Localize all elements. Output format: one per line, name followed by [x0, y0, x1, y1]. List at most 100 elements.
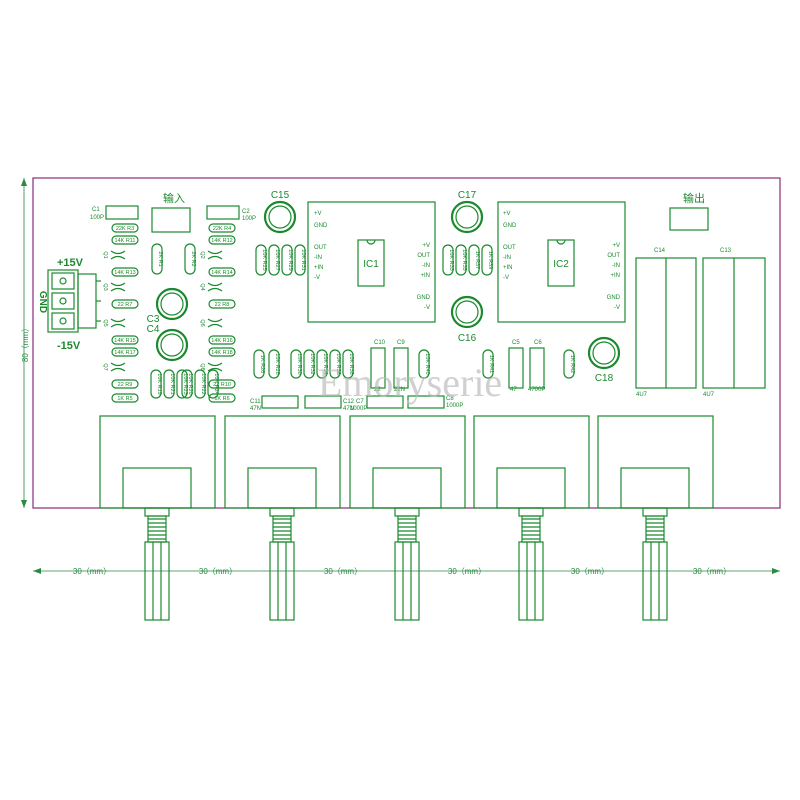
capacitor-c8: C8 1000P: [407, 395, 463, 409]
svg-text:Q6: Q6: [199, 319, 205, 326]
svg-text:14K R14: 14K R14: [211, 270, 232, 276]
watermark: Emoryserie: [318, 360, 502, 405]
resistor-22-r10: 22 R10: [208, 379, 236, 389]
transistor-q4: Q4: [199, 282, 223, 292]
svg-text:14K R17: 14K R17: [114, 350, 135, 356]
ic2-right-pin-plusminus-v: +V: [612, 243, 620, 249]
c2-value: 100P: [242, 216, 256, 222]
resistor-10k-r33: 10K R33: [442, 244, 454, 276]
spacing-label-3: 30（mm）: [324, 567, 362, 576]
svg-text:2K R1: 2K R1: [157, 251, 163, 266]
c8-label: C8: [446, 396, 454, 402]
board-outline: [32, 177, 781, 509]
ic1-right-pin-minus-in: -IN: [422, 263, 430, 269]
transistor-q6: Q6: [199, 318, 223, 328]
height-dimension: 80（mm）: [21, 178, 30, 508]
svg-text:10K R40: 10K R40: [424, 353, 430, 374]
c18-label: C18: [595, 373, 614, 384]
resistor-22-r7: 22 R7: [111, 299, 139, 309]
ic2-right-pin-gnd: GND: [607, 295, 621, 301]
svg-text:22 R8: 22 R8: [215, 302, 230, 308]
spacing-label-1: 30（mm）: [73, 567, 111, 576]
c5-label: C5: [512, 340, 520, 346]
svg-text:10K R30: 10K R30: [296, 353, 302, 374]
svg-text:Q1: Q1: [102, 251, 108, 258]
c15-label: C15: [271, 190, 290, 201]
resistor-10k-r22: 10K R22: [194, 369, 206, 399]
potentiometer-4: [473, 415, 590, 621]
resistor-14k-r17: 14K R17: [111, 347, 139, 357]
ic1-left-pin-minus-v: -V: [314, 275, 320, 281]
resistor-2k-r1: 2K R1: [151, 243, 163, 275]
resistor-14k-r15: 14K R15: [111, 335, 139, 345]
output-connector: 输出: [669, 191, 709, 231]
resistor-14k-r14: 14K R14: [208, 267, 236, 277]
capacitor-c15: C15: [263, 190, 297, 234]
c1-label: C1: [92, 207, 100, 213]
resistor-10k-r36: 10K R36: [329, 349, 341, 379]
ic1-left-pin-plusminus-in: +IN: [314, 265, 324, 271]
resistor-10k-r25: 10K R25: [255, 244, 267, 276]
resistor-14k-r18: 14K R18: [208, 347, 236, 357]
resistor-22-r9: 22 R9: [111, 379, 139, 389]
power-terminal: +15V -15V GND: [37, 257, 101, 352]
svg-text:Q4: Q4: [199, 283, 205, 290]
resistor-1k-r39: 1K R39: [481, 244, 493, 276]
c8-value: 1000P: [446, 403, 463, 409]
c11-label: C11: [250, 399, 261, 405]
resistor-10k-r34: 10K R34: [316, 349, 328, 379]
resistor-10k-r19: 10K R19: [150, 369, 162, 399]
resistor-14k-r13: 14K R13: [111, 267, 139, 277]
resistor-10k-r23: 10K R23: [176, 369, 188, 399]
resistor-1k-r42: 1K R42: [563, 349, 575, 379]
transistor-q2: Q2: [199, 250, 223, 260]
c1-value: 100P: [90, 215, 104, 221]
svg-text:22 R9: 22 R9: [118, 382, 133, 388]
svg-text:10K R38: 10K R38: [348, 353, 354, 374]
resistor-1k-r26: 1K R26: [253, 349, 265, 379]
c14-value: 4U7: [636, 392, 648, 398]
c9-value: 22N: [394, 387, 405, 393]
svg-text:10K R29: 10K R29: [287, 249, 293, 270]
svg-text:10K R25: 10K R25: [261, 249, 267, 270]
ic1-left-pin-minus-in: -IN: [314, 255, 322, 261]
resistor-22-r8: 22 R8: [208, 299, 236, 309]
ic1-right-pin-minus-v: -V: [424, 305, 430, 311]
svg-text:14K R12: 14K R12: [211, 238, 232, 244]
resistor-14k-r12: 14K R12: [208, 235, 236, 245]
resistor-14k-r16: 14K R16: [208, 335, 236, 345]
c9-label: C9: [397, 340, 405, 346]
capacitor-c17: C17: [450, 190, 484, 234]
svg-text:14K R11: 14K R11: [115, 238, 136, 244]
svg-text:1K R42: 1K R42: [569, 355, 575, 373]
svg-text:22 R10: 22 R10: [213, 382, 231, 388]
resistor-10k-r27: 10K R27: [268, 244, 280, 276]
resistor-1k-r37: 1K R37: [468, 244, 480, 276]
transistor-q1: Q1: [102, 250, 126, 260]
potentiometer-1: [99, 415, 216, 621]
gnd-label: GND: [37, 291, 48, 313]
ic2-left-pin-plusminus-v: +V: [503, 211, 511, 217]
svg-text:10K R31: 10K R31: [300, 249, 306, 270]
svg-text:Q7: Q7: [102, 363, 108, 370]
svg-text:10K R28: 10K R28: [274, 353, 280, 374]
svg-text:10K R20: 10K R20: [187, 373, 193, 394]
ic2-left-pin-out: OUT: [503, 245, 516, 251]
c7-value: 1000P: [350, 406, 367, 412]
capacitor-c4: C4: [147, 324, 189, 362]
svg-text:10K R32: 10K R32: [309, 353, 315, 374]
input-connector: 输入: [151, 191, 191, 233]
resistor-22k-r4: 22K R4: [208, 223, 236, 233]
resistor-column-middle: 22K R4 14K R12 14K R14 22 R8 14K R16 14K R18 2…: [208, 223, 236, 403]
resistor-10k-r28: 10K R28: [268, 349, 280, 379]
c14-label: C14: [654, 248, 666, 254]
c17-label: C17: [458, 190, 477, 201]
c4-label: C4: [147, 324, 160, 335]
resistor-1k-r5: 1K R5: [111, 393, 139, 403]
